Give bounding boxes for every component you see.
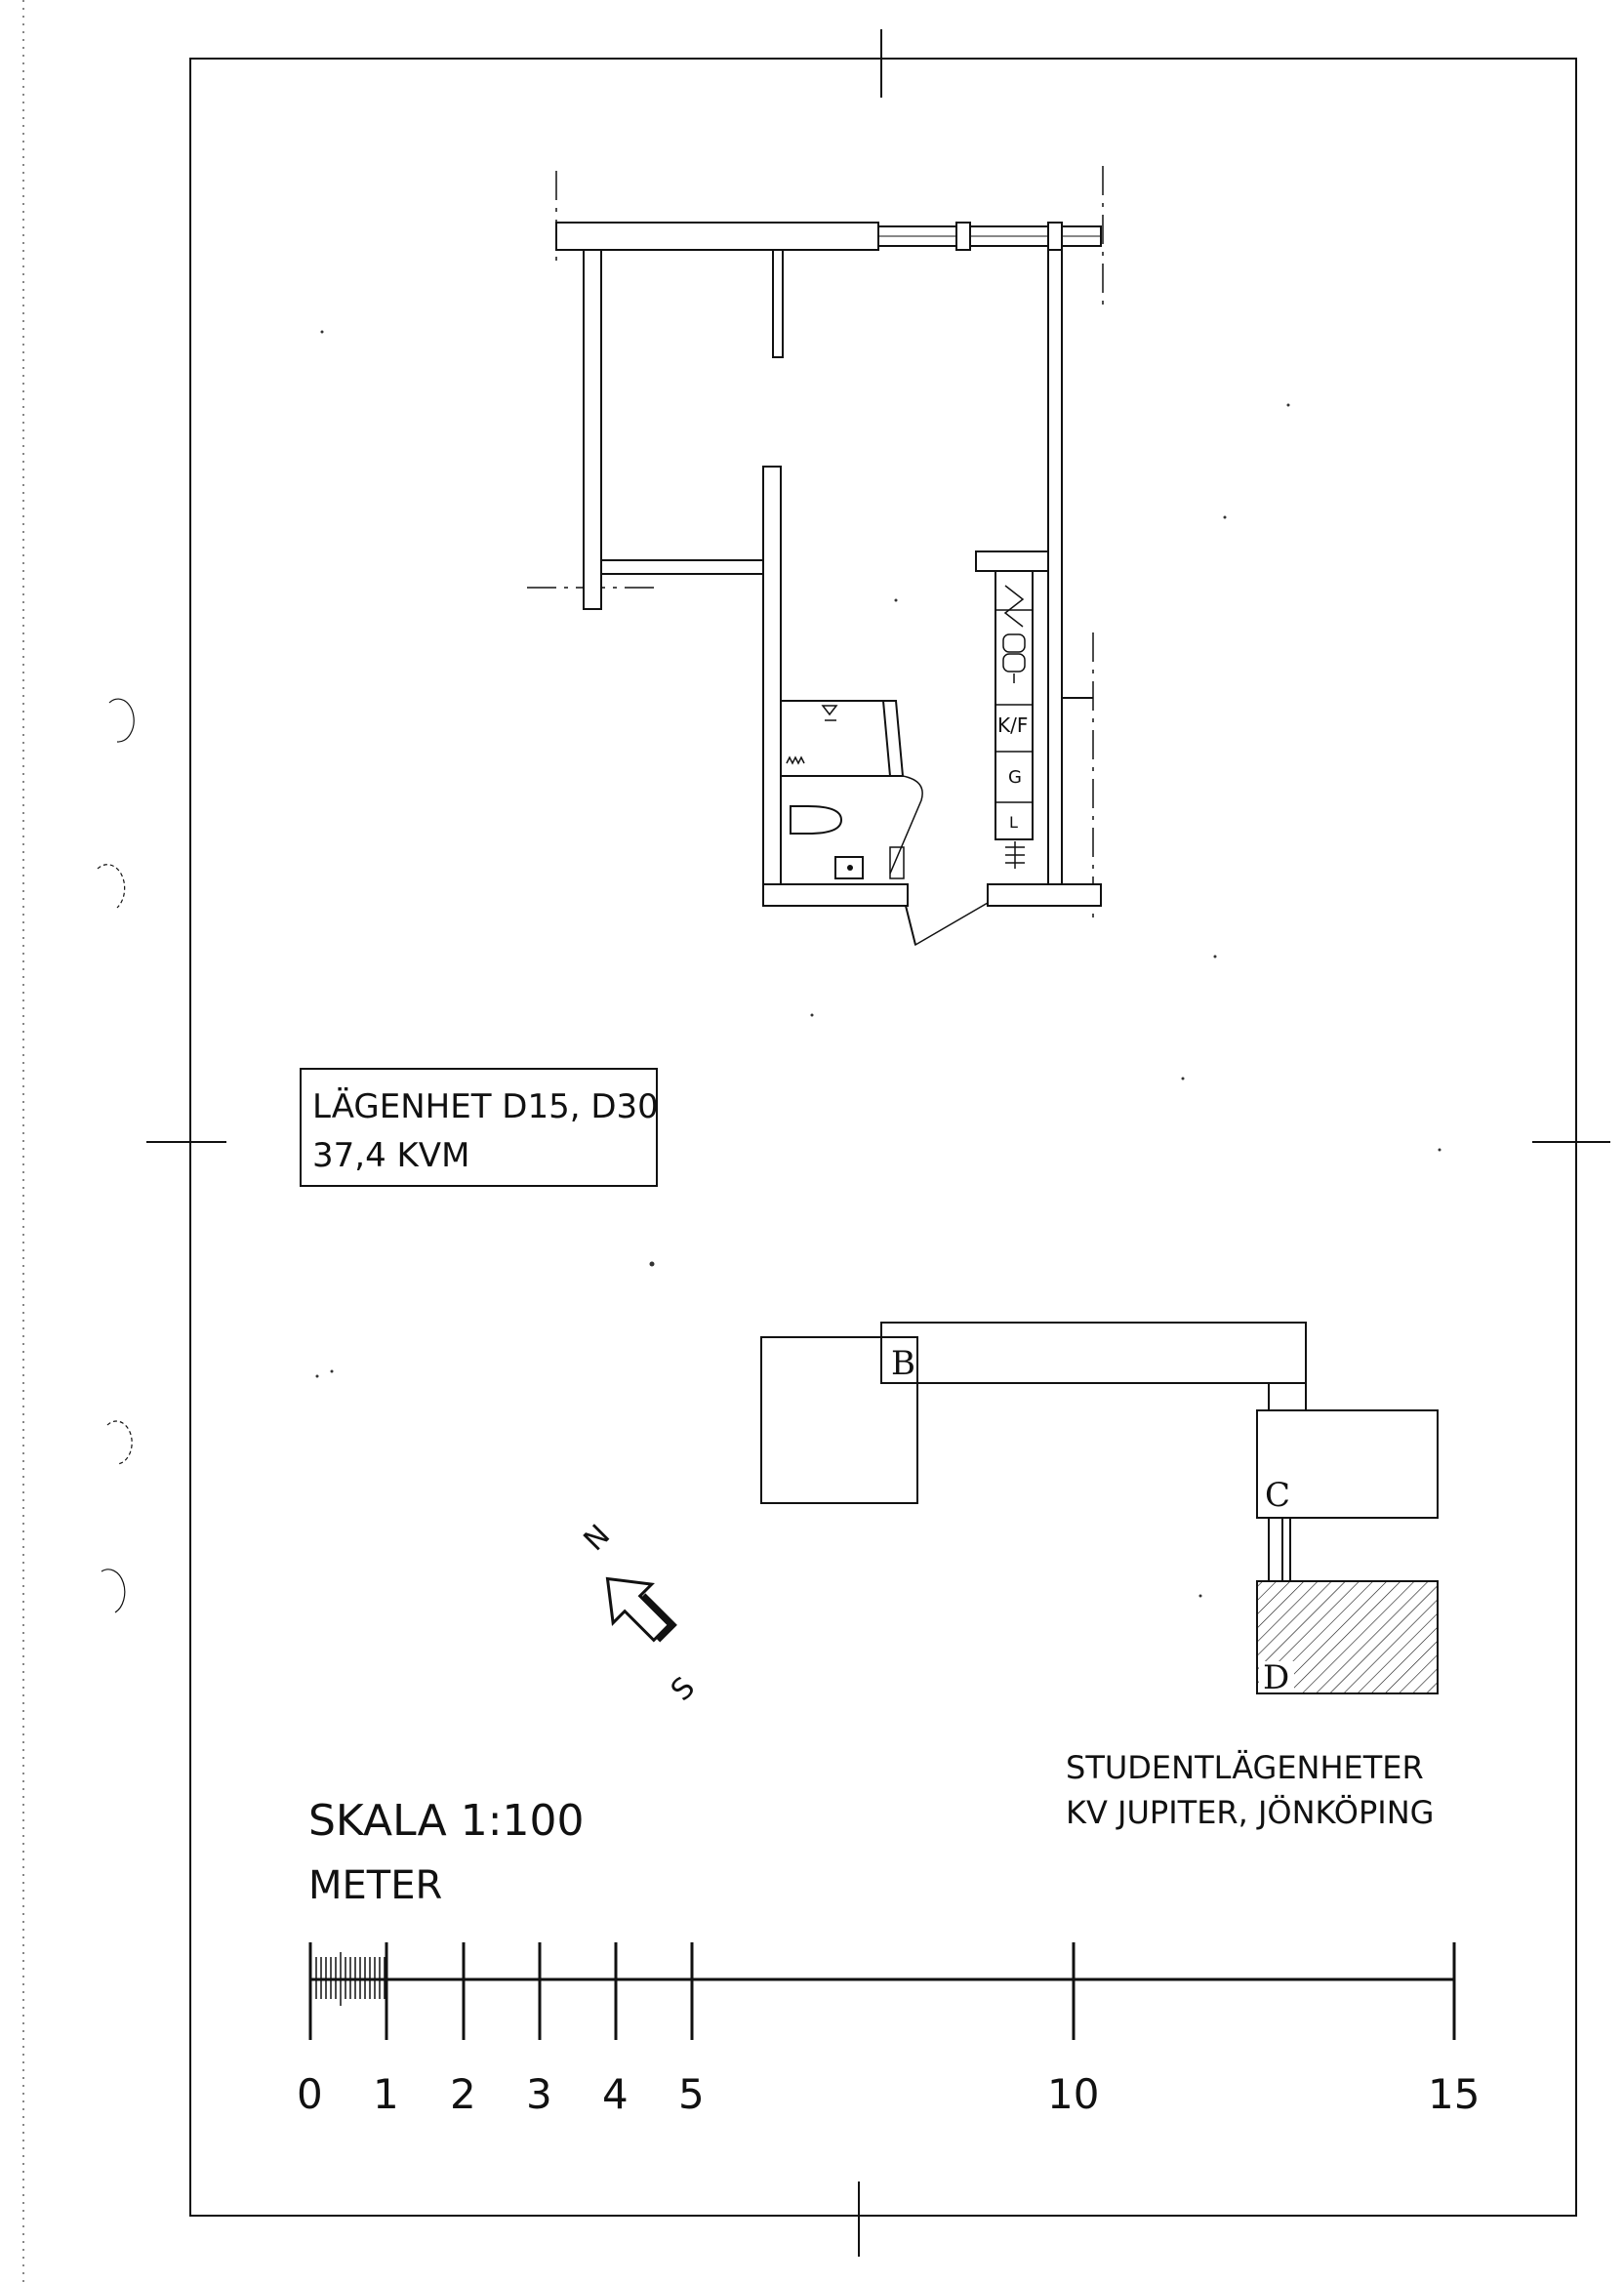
scale-tick-4: 4 xyxy=(602,2070,629,2118)
building-c-label: C xyxy=(1265,1476,1290,1515)
punch-holes xyxy=(22,0,135,2283)
apartment-floor-plan: K/F G L xyxy=(527,166,1104,947)
scale-tick-15: 15 xyxy=(1428,2070,1480,2118)
building-b-label: B xyxy=(891,1344,915,1383)
site-building-b xyxy=(880,1322,1307,1384)
scale-title: SKALA 1:100 xyxy=(308,1796,585,1846)
scale-tick-10: 10 xyxy=(1047,2070,1099,2118)
project-title-line1: STUDENTLÄGENHETER xyxy=(1066,1749,1424,1786)
apartment-name: LÄGENHET D15, D30 xyxy=(312,1087,659,1126)
kitchen-label-g: G xyxy=(1008,767,1022,788)
apartment-label-box: LÄGENHET D15, D30 37,4 KVM xyxy=(300,1068,659,1187)
sheet-border xyxy=(189,58,1577,2217)
scale-tick-5: 5 xyxy=(678,2070,705,2118)
site-building-c xyxy=(1256,1409,1439,1519)
kitchen-label-l: L xyxy=(1009,813,1018,832)
scale-tick-0: 0 xyxy=(297,2070,323,2118)
kitchen-label-fridge-freezer: K/F xyxy=(997,713,1028,737)
project-title: STUDENTLÄGENHETER KV JUPITER, JÖNKÖPING xyxy=(1066,1749,1434,1831)
apartment-area: 37,4 KVM xyxy=(312,1136,469,1175)
site-plan: B C D xyxy=(760,1322,1439,1697)
building-d-label: D xyxy=(1263,1658,1289,1697)
scale-bar: SKALA 1:100 METER xyxy=(297,1796,1480,2118)
scale-tick-3: 3 xyxy=(526,2070,552,2118)
scale-unit: METER xyxy=(308,1863,442,1908)
scale-tick-2: 2 xyxy=(450,2070,476,2118)
scan-specks xyxy=(315,330,1441,1598)
south-label: S xyxy=(665,1671,702,1708)
project-title-line2: KV JUPITER, JÖNKÖPING xyxy=(1066,1794,1434,1831)
north-label: N xyxy=(577,1519,617,1559)
site-building-d xyxy=(1256,1580,1439,1694)
center-marks xyxy=(146,29,1610,2257)
scale-tick-1: 1 xyxy=(373,2070,399,2118)
north-arrow: N S xyxy=(577,1519,702,1708)
site-building-west xyxy=(760,1336,918,1504)
